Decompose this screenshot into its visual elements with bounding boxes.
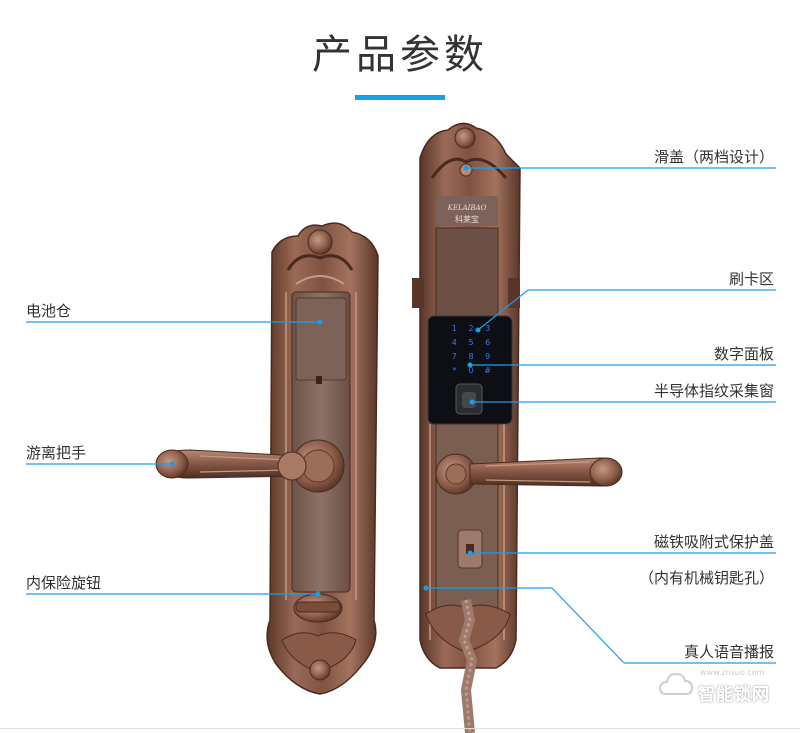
label-magnet-sub: （内有机械钥匙孔） [638, 569, 774, 587]
inner-lock [155, 222, 379, 695]
watermark: www.znsuo.com 智能锁网 [658, 662, 788, 706]
label-cover: 滑盖（两档设计） [653, 148, 774, 166]
brand-logo-cn: 科莱宝 [455, 214, 479, 224]
keypad-key[interactable]: # [484, 366, 491, 375]
label-knob: 内保险旋钮 [26, 574, 102, 592]
page-title: 产品参数 [312, 32, 488, 78]
title-underline [355, 95, 445, 100]
keypad-key[interactable]: 5 [468, 338, 474, 347]
keypad-key[interactable]: 3 [485, 324, 491, 333]
label-keypad: 数字面板 [713, 345, 774, 363]
outer-lock: KELAIBAO 科莱宝 [412, 122, 623, 733]
cloud-icon [658, 672, 694, 695]
label-fingerprint: 半导体指纹采集窗 [653, 382, 774, 400]
keypad: 1 2 3 4 5 6 7 8 9 * 0 # [446, 322, 496, 378]
label-magnet: 磁铁吸附式保护盖 [653, 533, 774, 551]
keypad-key[interactable]: 4 [451, 338, 457, 347]
label-handle: 游离把手 [26, 444, 87, 462]
keypad-key[interactable]: 9 [485, 352, 491, 361]
bottom-divider [0, 728, 800, 729]
watermark-url: www.znsuo.com [700, 668, 765, 677]
leader-lines [26, 167, 776, 664]
keypad-key[interactable]: 0 [468, 366, 474, 375]
brand-logo: KELAIBAO [447, 204, 487, 212]
label-card: 刷卡区 [728, 270, 774, 288]
label-battery: 电池仓 [26, 302, 72, 320]
leader-dots [169, 165, 481, 597]
keypad-key[interactable]: 1 [451, 324, 457, 333]
keypad-key[interactable]: 2 [468, 324, 474, 333]
keypad-key[interactable]: 8 [468, 352, 474, 361]
keypad-key[interactable]: 6 [485, 338, 491, 347]
label-voice: 真人语音播报 [683, 643, 774, 661]
watermark-text: 智能锁网 [698, 685, 770, 705]
keypad-key[interactable]: 7 [451, 352, 457, 361]
keypad-key[interactable]: * [452, 366, 457, 375]
